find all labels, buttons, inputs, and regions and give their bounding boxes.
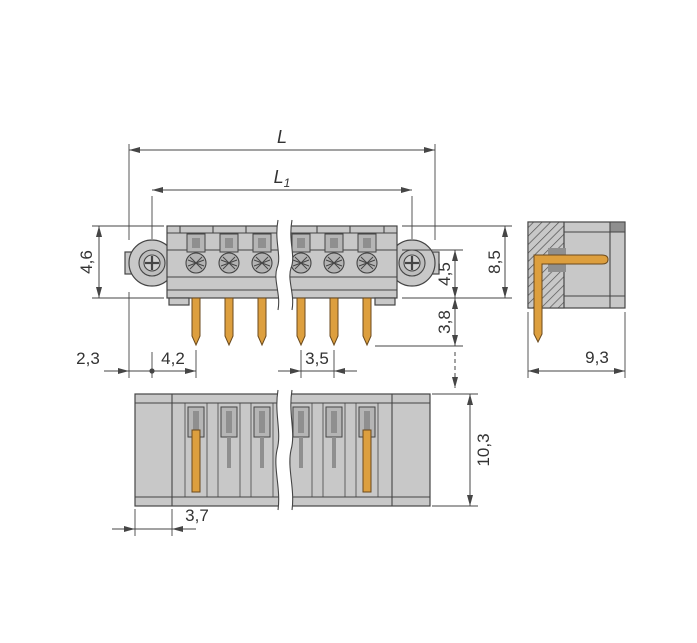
dimension-side-depth: 9,3 bbox=[527, 312, 626, 378]
dimension-edge-to-hole: 2,3 bbox=[76, 292, 155, 378]
dim-flange-height-label: 4,6 bbox=[77, 250, 96, 274]
dim-pin-span-label: L1 bbox=[274, 167, 291, 190]
dim-overall-length-label: L bbox=[277, 127, 287, 147]
dimension-upper-section: 4,5 bbox=[402, 249, 463, 298]
dimension-bottom-height: 10,3 bbox=[432, 393, 493, 507]
dimension-pin-span: L1 bbox=[151, 167, 413, 239]
latch-block bbox=[609, 221, 626, 233]
dim-upper-section-label: 4,5 bbox=[435, 262, 454, 286]
dim-hole-to-pin-label: 4,2 bbox=[161, 349, 185, 368]
front-view bbox=[124, 219, 440, 346]
dim-pin-span-sub: 1 bbox=[284, 176, 291, 190]
side-view bbox=[527, 221, 626, 344]
dimension-pin-pitch: 3,5 bbox=[278, 349, 357, 378]
dimension-hole-to-pin: 4,2 bbox=[152, 349, 197, 378]
dim-side-depth-label: 9,3 bbox=[585, 348, 609, 367]
left-foot bbox=[168, 297, 190, 306]
angled-solder-pin bbox=[533, 254, 609, 344]
dim-edge-to-hole-label: 2,3 bbox=[76, 349, 100, 368]
break-lines-bottom bbox=[275, 389, 294, 511]
contact-windows bbox=[186, 233, 377, 253]
dimension-overall-length: L bbox=[128, 127, 436, 240]
right-foot bbox=[374, 297, 396, 306]
bottom-pin-left bbox=[191, 429, 201, 493]
bottom-view bbox=[134, 389, 431, 511]
top-edge-ticks bbox=[179, 226, 385, 233]
dimension-pin-protrusion: 3,8 bbox=[375, 298, 463, 388]
bottom-pin-right bbox=[362, 429, 372, 493]
dimension-edge-to-wall: 3,7 bbox=[112, 506, 209, 536]
dimensions: L L1 4,6 8,5 4,5 bbox=[76, 127, 626, 536]
right-screw-cross-icon bbox=[405, 256, 419, 270]
dimension-flange-height: 4,6 bbox=[77, 225, 164, 299]
dim-housing-height-label: 8,5 bbox=[485, 250, 504, 274]
dim-pin-protrusion-label: 3,8 bbox=[435, 310, 454, 334]
dim-pin-span-main: L bbox=[274, 167, 284, 187]
dim-edge-to-wall-label: 3,7 bbox=[185, 506, 209, 525]
left-screw-cross-icon bbox=[145, 256, 159, 270]
dim-pin-pitch-label: 3,5 bbox=[305, 349, 329, 368]
dim-bottom-height-label: 10,3 bbox=[474, 433, 493, 466]
break-lines-front bbox=[275, 219, 294, 311]
